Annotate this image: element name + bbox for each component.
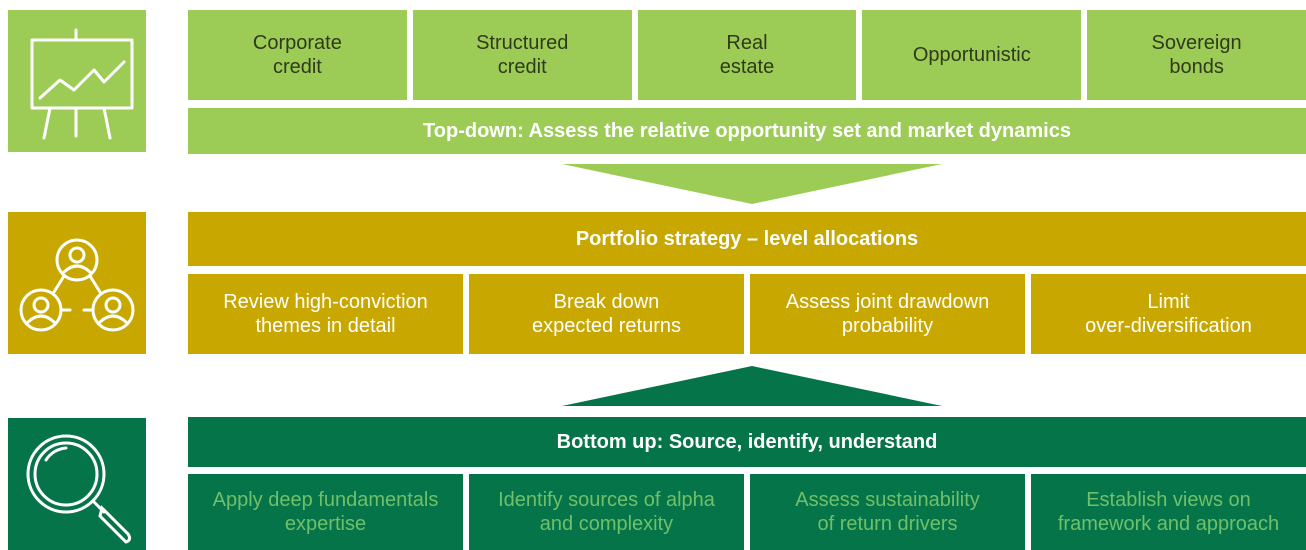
bottom-up-bar: Bottom up: Source, identify, understand [188, 417, 1306, 467]
bottom-item-cell-2: Identify sources of alpha and complexity [469, 474, 744, 550]
up-arrow [562, 366, 942, 406]
portfolio-item-cell-4: Limit over-diversification [1031, 274, 1306, 354]
portfolio-item-cell-2: Break down expected returns [469, 274, 744, 354]
asset-class-cell-2: Structured credit [412, 10, 632, 100]
asset-class-cell-1: Corporate credit [188, 10, 407, 100]
top-icon-tile [8, 10, 146, 152]
presentation-chart-icon [30, 28, 134, 140]
people-network-icon [19, 238, 135, 332]
down-arrow [562, 164, 942, 204]
portfolio-item-cell-3: Assess joint drawdown probability [750, 274, 1025, 354]
portfolio-strategy-bar: Portfolio strategy – level allocations [188, 212, 1306, 266]
magnifying-glass-icon [26, 434, 132, 544]
bottom-item-cell-1: Apply deep fundamentals expertise [188, 474, 463, 550]
bottom-item-cell-3: Assess sustainability of return drivers [750, 474, 1025, 550]
bottom-icon-tile [8, 418, 146, 550]
asset-class-cell-5: Sovereign bonds [1087, 10, 1306, 100]
middle-icon-tile [8, 212, 146, 354]
portfolio-item-cell-1: Review high-conviction themes in detail [188, 274, 463, 354]
asset-class-cell-3: Real estate [637, 10, 857, 100]
asset-class-cell-4: Opportunistic [862, 10, 1082, 100]
bottom-item-cell-4: Establish views on framework and approac… [1031, 474, 1306, 550]
top-down-bar: Top-down: Assess the relative opportunit… [188, 108, 1306, 154]
